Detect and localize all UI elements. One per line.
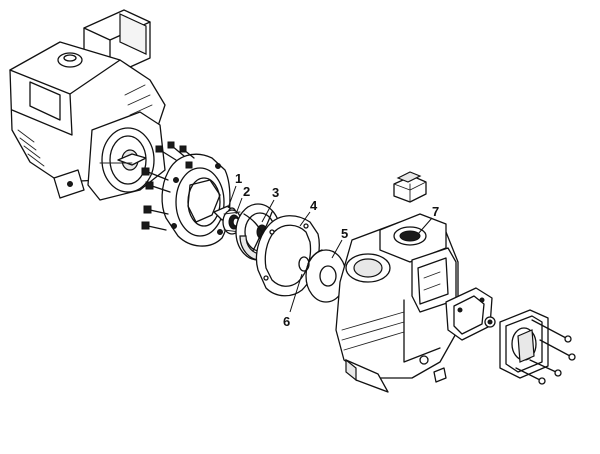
engine xyxy=(9,9,166,201)
check-valve-gasket xyxy=(445,287,496,341)
part-6-o-ring xyxy=(298,256,310,272)
callout-4: 4 xyxy=(310,198,318,213)
discharge-flange xyxy=(499,309,549,379)
callout-1: 1 xyxy=(235,171,242,186)
callout-3: 3 xyxy=(272,185,279,200)
part-5-wear-plate xyxy=(305,249,347,303)
adapter-plate xyxy=(161,153,231,247)
callout-7: 7 xyxy=(432,204,439,219)
priming-plug xyxy=(393,171,427,203)
callout-2: 2 xyxy=(243,184,250,199)
callout-5: 5 xyxy=(341,226,348,241)
mounting-bolts xyxy=(141,141,195,231)
flange-bolts xyxy=(515,319,576,385)
callout-6: 6 xyxy=(283,314,290,329)
leader-lines xyxy=(227,185,433,313)
callouts: 1 2 3 4 5 6 7 xyxy=(235,171,439,329)
part-7-pump-casing xyxy=(335,213,459,393)
